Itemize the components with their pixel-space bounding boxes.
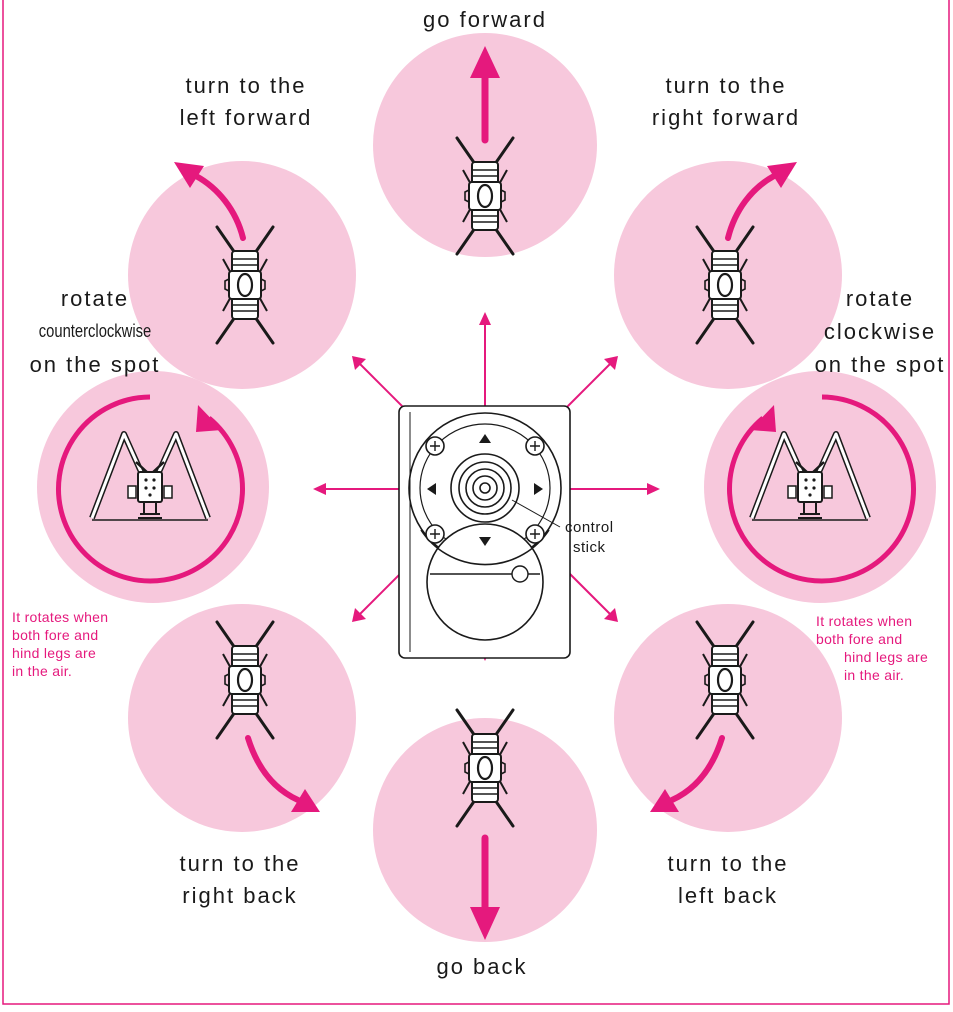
label-rotate-ccw: rotate counterclockwise on the spot [26,282,163,381]
label-rotate-cw: rotate clockwise on the spot [815,282,946,381]
label-control-stick: control stick [565,518,614,558]
note-right: It rotates when both fore and hind legs … [816,612,928,684]
circle-right-back [128,604,356,832]
dir-up-head-icon [479,312,491,325]
dir-left-head-icon [313,483,326,495]
note-left: It rotates when both fore and hind legs … [12,608,108,680]
control-stick-knob [451,454,519,522]
circle-left-back [614,604,842,832]
label-go-forward: go forward [423,4,547,36]
label-go-back: go back [436,951,527,983]
dir-right-head-icon [647,483,660,495]
label-left-forward: turn to the left forward [180,70,313,134]
label-right-back: turn to the right back [179,848,300,912]
label-left-back: turn to the left back [667,848,788,912]
joystick-controller-icon [399,406,570,658]
label-right-forward: turn to the right forward [652,70,800,134]
